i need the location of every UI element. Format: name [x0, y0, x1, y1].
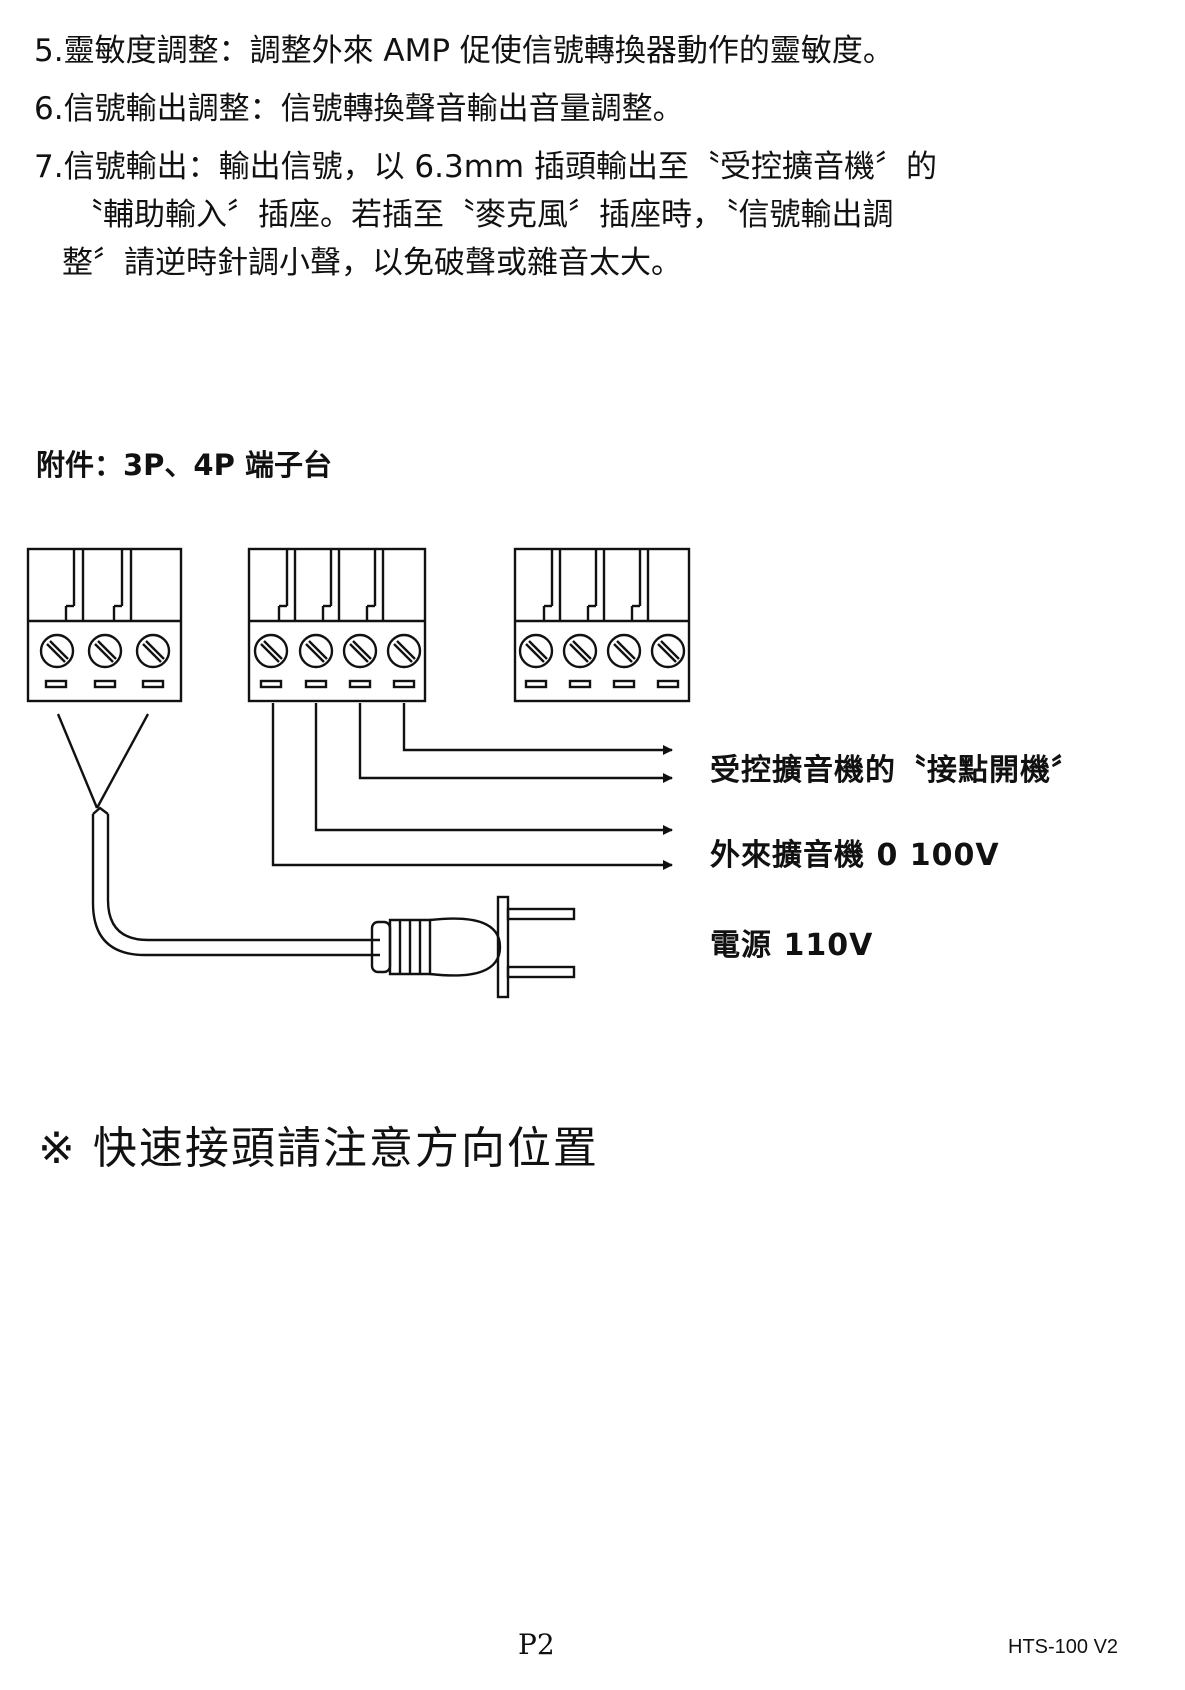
- label-controlled-amp-contact-power-on: 受控擴音機的〝接點開機〞: [710, 753, 1082, 788]
- label-external-amp-input: 外來擴音機 0 100V: [710, 838, 1000, 873]
- signal-wires: [271, 703, 673, 870]
- instruction-item-6: 6.信號輸出調整：信號轉換聲音輸出音量調整。: [34, 91, 684, 127]
- model-code: HTS-100 V2: [1008, 1636, 1119, 1658]
- page-number: P2: [518, 1628, 555, 1661]
- power-plug-icon: [370, 895, 576, 999]
- instruction-item-7-line-1: 7.信號輸出：輸出信號，以 6.3mm 插頭輸出至〝受控擴音機〞的: [34, 149, 937, 185]
- accessories-title: 附件：3P、4P 端子台: [36, 448, 332, 482]
- terminal-block-4p-spare: [513, 547, 691, 703]
- terminal-block-wiring-diagram: [26, 547, 691, 999]
- quick-connector-orientation-note: ※ 快速接頭請注意方向位置: [38, 1123, 599, 1174]
- instruction-item-7-line-3: 整〞請逆時針調小聲，以免破聲或雜音太大。: [62, 245, 682, 281]
- instruction-item-7-line-2: 〝輔助輸入〞插座。若插至〝麥克風〞插座時，〝信號輸出調: [72, 197, 894, 233]
- instruction-item-5: 5.靈敏度調整：調整外來 AMP 促使信號轉換器動作的靈敏度。: [34, 33, 894, 69]
- terminal-block-4p-wired: [247, 547, 427, 703]
- label-power-110v: 電源 110V: [710, 928, 874, 963]
- terminal-block-3p: [26, 547, 183, 703]
- power-cord: [56, 713, 380, 957]
